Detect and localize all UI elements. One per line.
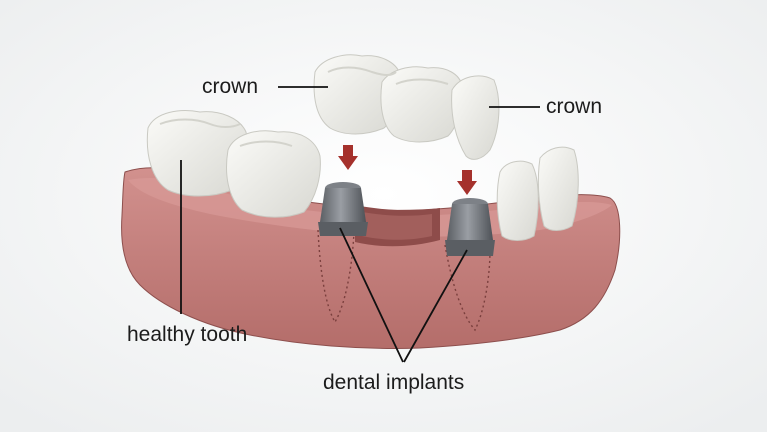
label-crown-left: crown xyxy=(202,75,259,98)
down-arrow-icon xyxy=(457,170,477,195)
gum xyxy=(121,167,621,349)
label-crown-right: crown xyxy=(546,95,603,118)
crown-bridge xyxy=(313,54,500,160)
label-dental-implants: dental implants xyxy=(323,371,465,394)
label-healthy-tooth: healthy tooth xyxy=(127,323,248,346)
leader-line-implant-left xyxy=(339,227,404,363)
front-tooth-1 xyxy=(496,160,539,241)
healthy-tooth-2 xyxy=(226,130,321,218)
front-tooth-2 xyxy=(537,146,579,231)
down-arrow-icon xyxy=(338,145,358,170)
leader-lines xyxy=(180,86,540,363)
implant-left xyxy=(318,182,368,236)
leader-line-implant-right xyxy=(403,249,468,363)
implant-right xyxy=(445,198,495,256)
